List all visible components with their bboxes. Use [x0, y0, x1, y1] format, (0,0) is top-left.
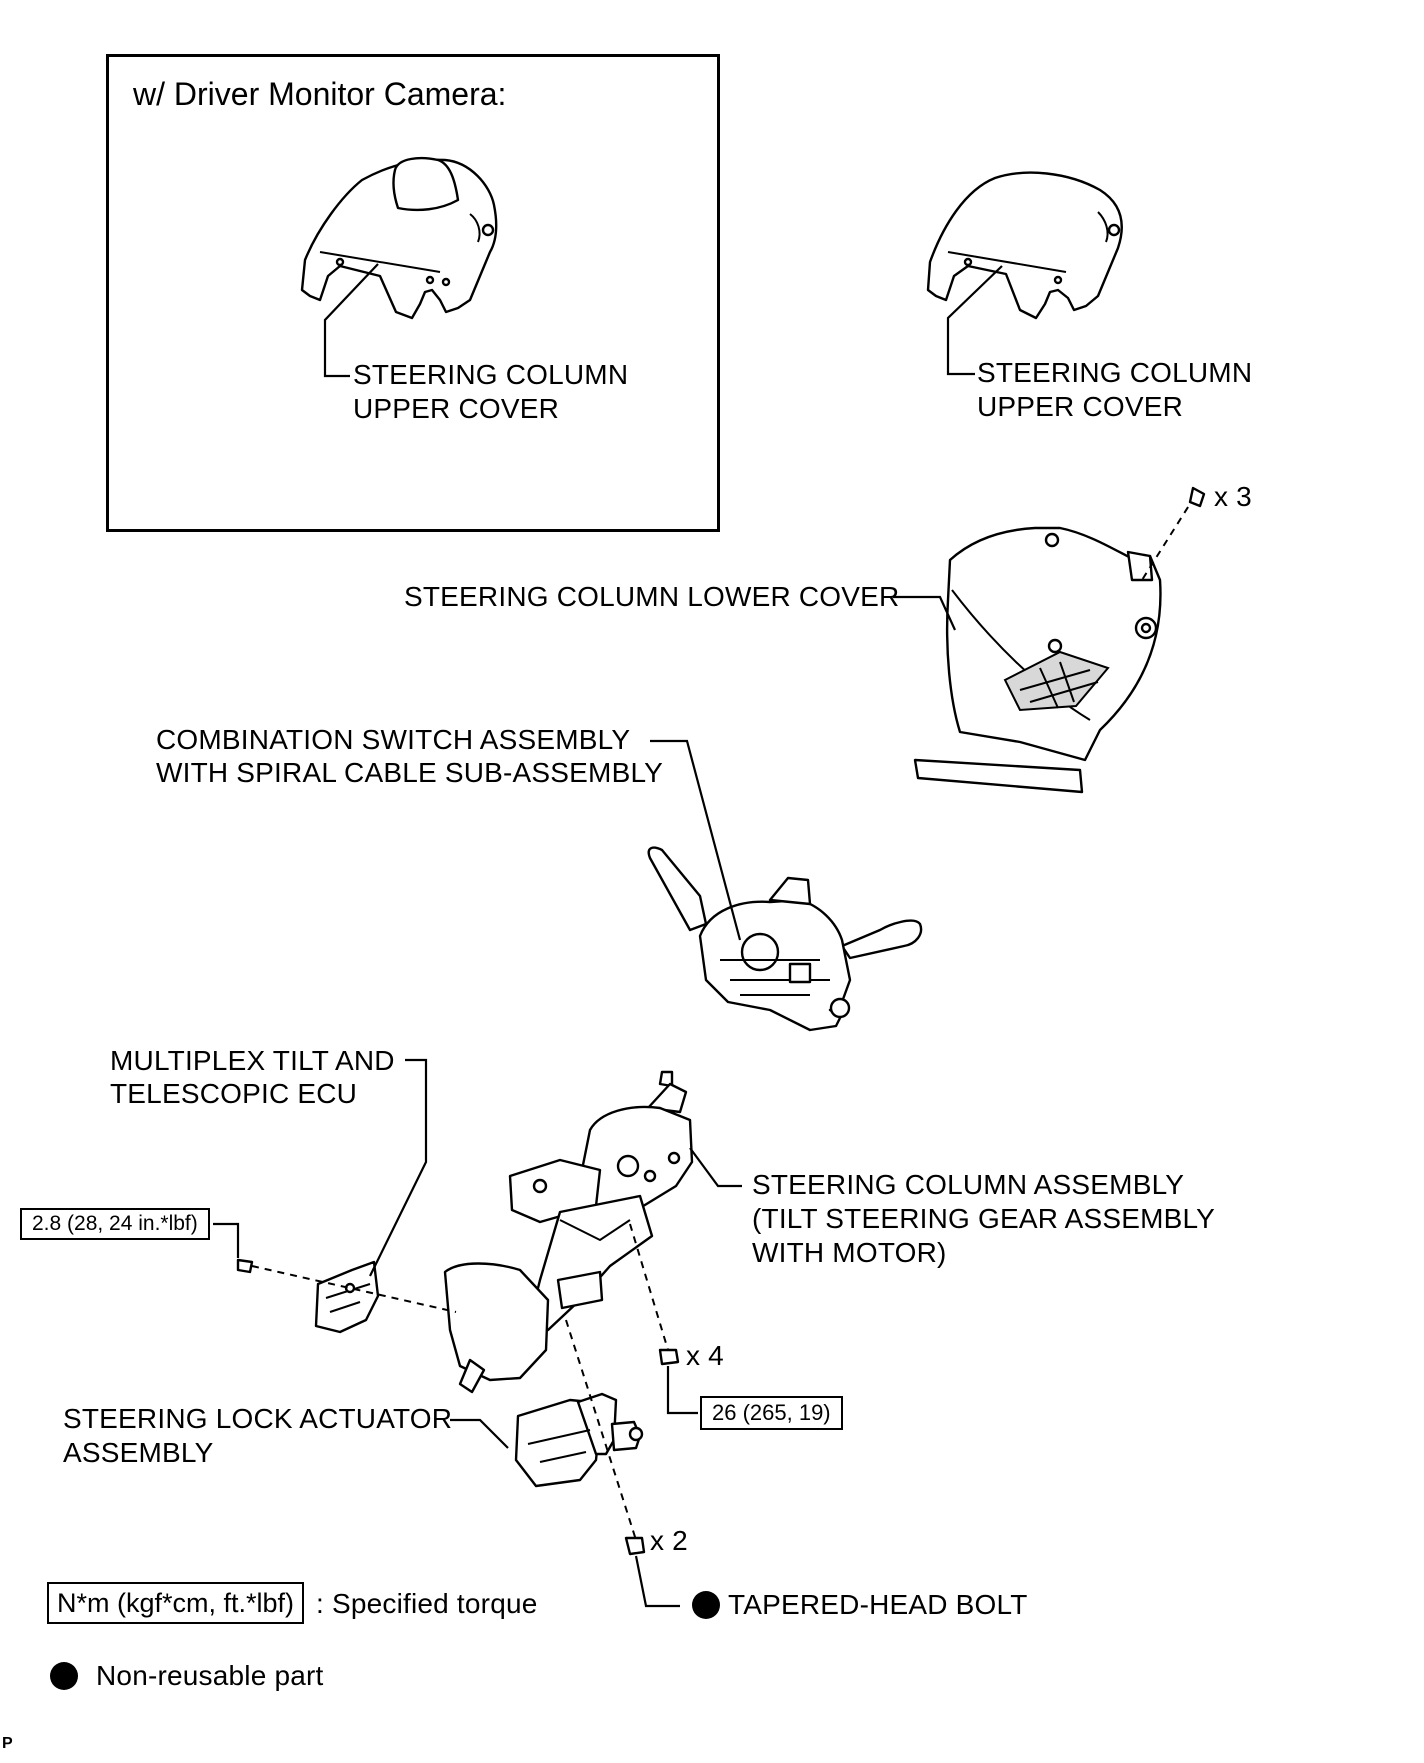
upper-cover-inset-label-line1: STEERING COLUMN [353, 359, 629, 390]
ecu-illustration [314, 1260, 380, 1334]
combination-switch-illustration [647, 846, 923, 1032]
ecu-label-line2: TELESCOPIC ECU [110, 1078, 358, 1109]
ecu-leader [369, 1058, 428, 1277]
ecu-torque-box: 2.8 (28, 24 in.*lbf) [20, 1208, 210, 1240]
upper-cover-label-line1: STEERING COLUMN [977, 357, 1253, 388]
lock-actuator-label-line1: STEERING LOCK ACTUATOR [63, 1403, 453, 1434]
lock-actuator-leader [450, 1418, 509, 1449]
column-nut-path [629, 1223, 669, 1351]
lock-actuator-illustration [514, 1392, 644, 1488]
lower-cover-illustration [913, 526, 1162, 794]
combination-switch-leader [650, 739, 742, 941]
ecu-screw [236, 1258, 254, 1274]
non-reusable-dot-icon [692, 1591, 720, 1619]
lower-cover-screw-path [1141, 495, 1196, 581]
column-nut-leader [666, 1366, 698, 1415]
steering-column-label-line1: STEERING COLUMN ASSEMBLY [752, 1169, 1185, 1200]
lock-bolt-qty: x 2 [650, 1525, 688, 1556]
ecu-screw-path [251, 1265, 457, 1313]
column-nut-qty: x 4 [686, 1340, 724, 1371]
lower-cover-screw-qty: x 3 [1214, 481, 1252, 512]
tapered-bolt-text: TAPERED-HEAD BOLT [728, 1589, 1028, 1620]
ecu-torque-leader [213, 1222, 240, 1258]
column-torque-box: 26 (265, 19) [700, 1396, 843, 1430]
upper-cover-inset-illustration [300, 156, 498, 320]
corner-code: P [2, 1735, 13, 1752]
ecu-label-line1: MULTIPLEX TILT AND [110, 1045, 395, 1076]
steering-column-label-line3: WITH MOTOR) [752, 1237, 947, 1268]
lower-cover-screw [1188, 486, 1206, 508]
legend-nonreusable: Non-reusable part [50, 1659, 324, 1693]
column-nut [658, 1348, 680, 1366]
upper-cover-inset-label-line2: UPPER COVER [353, 393, 560, 424]
legend-torque-box: N*m (kgf*cm, ft.*lbf) [47, 1582, 305, 1624]
upper-cover-inset-leader [323, 263, 379, 378]
legend-dot-icon [50, 1662, 78, 1690]
lower-cover-label: STEERING COLUMN LOWER COVER [404, 581, 900, 612]
lower-cover-leader [893, 595, 957, 631]
tapered-bolt-leader [634, 1555, 680, 1608]
lock-actuator-label-line2: ASSEMBLY [63, 1437, 214, 1468]
upper-cover-leader [946, 265, 1003, 376]
steering-column-leader [689, 1147, 742, 1188]
combination-switch-label-line1: COMBINATION SWITCH ASSEMBLY [156, 724, 631, 755]
lock-bolt [624, 1536, 646, 1556]
legend-torque-text: : Specified torque [316, 1588, 538, 1619]
steering-column-label-line2: (TILT STEERING GEAR ASSEMBLY [752, 1203, 1216, 1234]
legend-nonreusable-text: Non-reusable part [96, 1660, 324, 1691]
combination-switch-label-line2: WITH SPIRAL CABLE SUB-ASSEMBLY [156, 757, 664, 788]
steering-column-illustration [443, 1070, 694, 1394]
upper-cover-illustration [926, 171, 1123, 320]
tapered-bolt-label: TAPERED-HEAD BOLT [692, 1588, 1028, 1622]
inset-title: w/ Driver Monitor Camera: [133, 76, 507, 112]
upper-cover-label-line2: UPPER COVER [977, 391, 1184, 422]
driver-monitor-camera-inset: w/ Driver Monitor Camera: [106, 54, 720, 532]
